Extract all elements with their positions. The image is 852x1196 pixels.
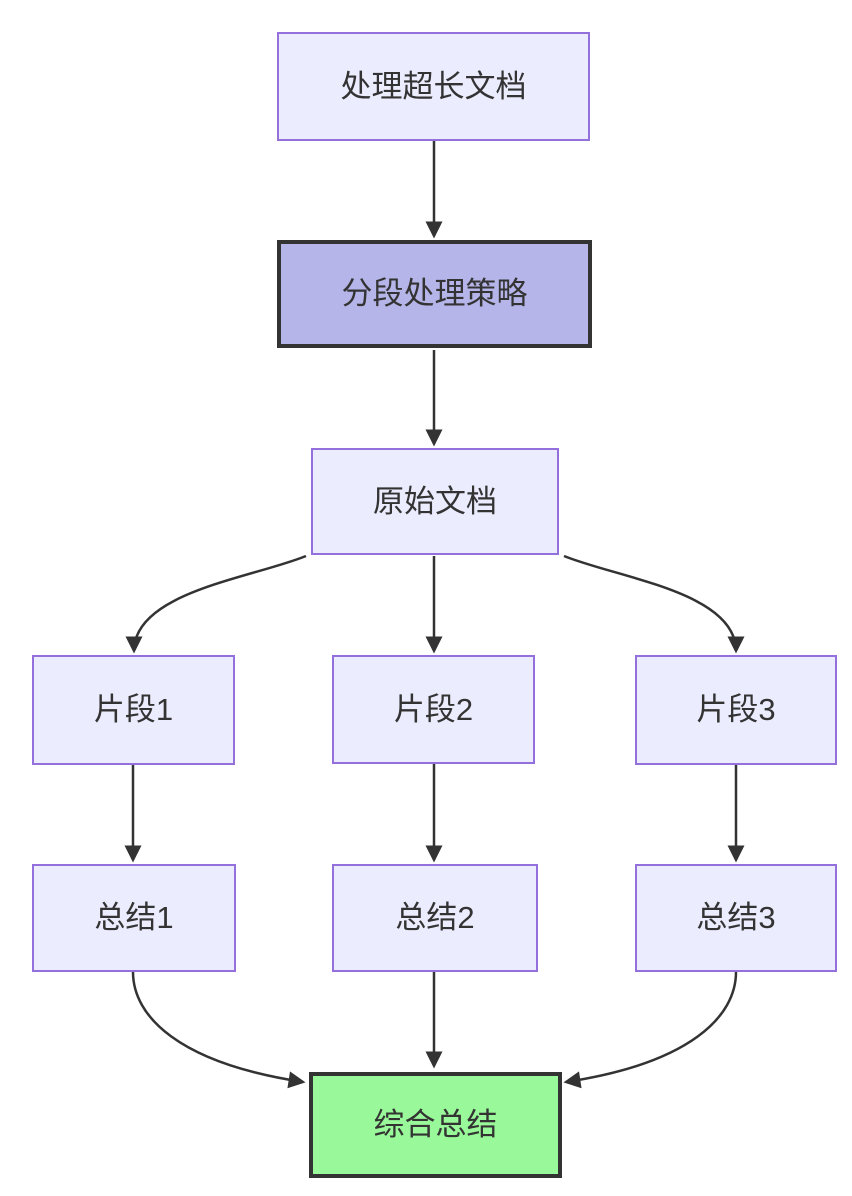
node-combined-summary: 综合总结: [309, 1072, 562, 1178]
node-fragment-3: 片段3: [635, 655, 837, 765]
edge-E3-F: [563, 971, 738, 1089]
edge-C-D1: [125, 554, 307, 654]
node-summary-1: 总结1: [32, 864, 236, 972]
edge-E1-F: [131, 971, 306, 1089]
node-fragment-1: 片段1: [32, 655, 235, 765]
node-fragment-2: 片段2: [332, 655, 535, 764]
node-process-long-document: 处理超长文档: [277, 32, 590, 141]
node-chunking-strategy: 分段处理策略: [277, 240, 592, 348]
node-summary-3: 总结3: [635, 864, 837, 972]
edge-C-D3: [563, 554, 745, 654]
node-summary-2: 总结2: [332, 864, 538, 972]
node-original-document: 原始文档: [311, 448, 559, 555]
